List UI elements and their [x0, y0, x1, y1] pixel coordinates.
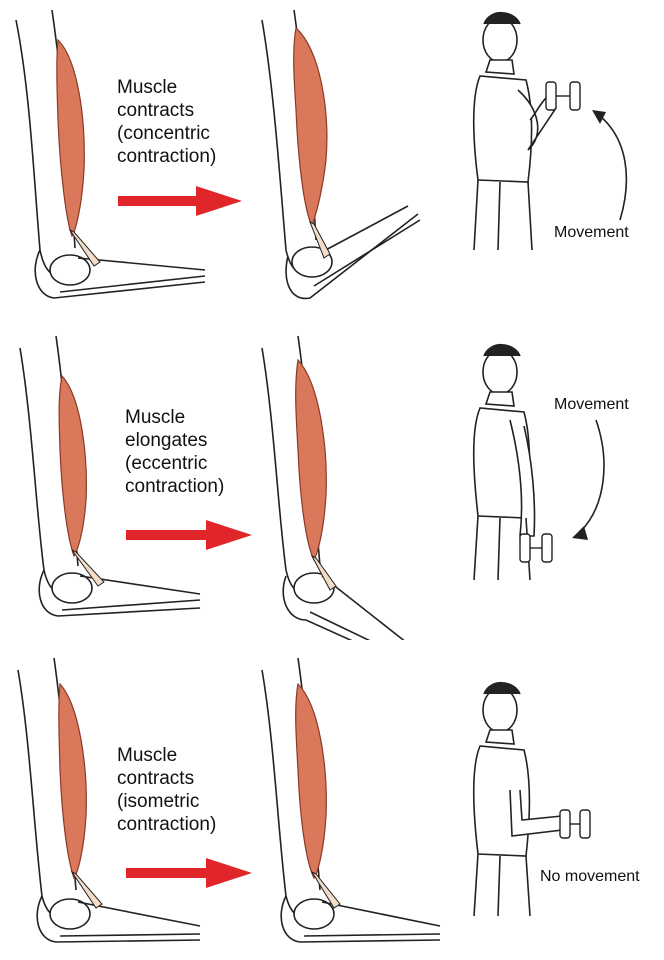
movement-label: Movement	[554, 396, 629, 414]
panel-eccentric: Muscle elongates (eccentric contraction)…	[0, 320, 664, 640]
muscle-after	[296, 684, 327, 878]
muscle-after	[294, 28, 327, 226]
movement-label: Movement	[554, 224, 629, 242]
transition-arrow	[118, 186, 242, 216]
transition-arrow	[126, 858, 252, 888]
movement-arrow-down	[580, 420, 604, 532]
panel-caption: Muscle elongates (eccentric contraction)	[125, 406, 224, 498]
muscle-before	[59, 376, 86, 556]
concentric-illustration	[0, 0, 664, 320]
movement-arrow-up	[600, 116, 626, 220]
person-figure	[474, 13, 556, 250]
dumbbell-icon	[560, 810, 590, 838]
movement-label: No movement	[540, 868, 640, 886]
panel-concentric: Muscle contracts (concentric contraction…	[0, 0, 664, 320]
muscle-before	[59, 684, 86, 878]
muscle-before	[57, 40, 84, 236]
panel-caption: Muscle contracts (concentric contraction…	[117, 76, 216, 168]
muscle-after	[296, 360, 327, 560]
arm-after	[262, 658, 440, 942]
eccentric-illustration	[0, 320, 664, 640]
panel-isometric: Muscle contracts (isometric contraction)…	[0, 640, 664, 960]
panel-caption: Muscle contracts (isometric contraction)	[117, 744, 216, 836]
transition-arrow	[126, 520, 252, 550]
arm-after	[262, 10, 420, 298]
dumbbell-icon	[546, 82, 580, 110]
isometric-illustration	[0, 640, 664, 960]
dumbbell-icon	[520, 534, 552, 562]
arm-after	[262, 336, 416, 640]
